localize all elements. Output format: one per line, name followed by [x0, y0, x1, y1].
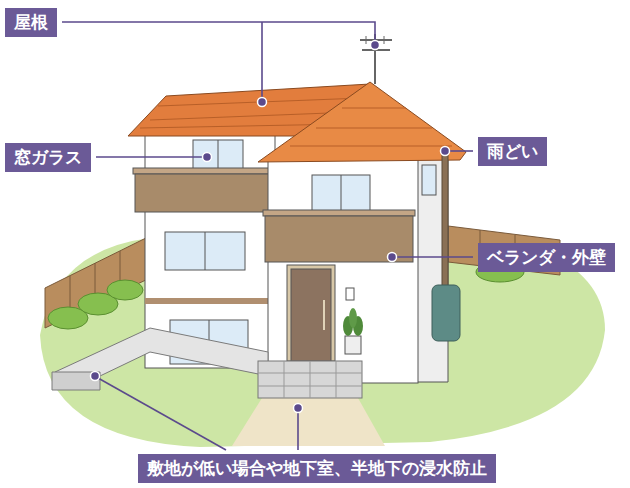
- right-wing: [263, 150, 448, 383]
- entrance: [336, 361, 337, 398]
- callout-text: 雨どい: [487, 141, 538, 162]
- right-wing: [287, 265, 335, 361]
- leader-dot: [203, 153, 212, 162]
- roof: [290, 146, 452, 147]
- sunken-area: [52, 372, 100, 390]
- callout-label: 屋根: [5, 8, 57, 37]
- antenna: [360, 34, 392, 84]
- leader-line: [62, 22, 375, 41]
- leader-line: [261, 22, 263, 98]
- leader-line: [98, 378, 226, 450]
- left-wing: [135, 174, 270, 212]
- right-wing: [422, 165, 436, 195]
- hedge: [107, 280, 143, 300]
- roof: [258, 82, 466, 162]
- right-wing: [346, 288, 354, 300]
- leader-dot: [441, 147, 450, 156]
- callout-text: 窓ガラス: [14, 147, 82, 168]
- leader-dot: [371, 41, 380, 50]
- right-wing: [349, 308, 357, 328]
- fence: [45, 236, 150, 328]
- entrance: [310, 361, 311, 398]
- left-wing: [145, 298, 275, 304]
- right-wing: [268, 158, 418, 383]
- roof: [316, 128, 432, 129]
- leader-line: [396, 256, 473, 258]
- right-wing: [345, 336, 361, 354]
- antenna: [384, 36, 385, 44]
- rain-gutter: [442, 150, 448, 290]
- entrance: [232, 361, 385, 446]
- callout-label: 雨どい: [478, 137, 547, 166]
- right-wing: [263, 210, 415, 216]
- right-wing: [291, 269, 331, 361]
- rain-gutter: [432, 150, 460, 341]
- right-wing: [312, 175, 370, 211]
- leader-line: [96, 156, 203, 158]
- left-wing: [165, 232, 245, 270]
- roof: [158, 98, 362, 106]
- left-wing: [133, 168, 272, 174]
- callout-label: 窓ガラス: [5, 143, 91, 172]
- right-wing: [265, 216, 413, 262]
- leader-line: [297, 412, 299, 450]
- right-wing: [341, 175, 342, 211]
- entrance: [232, 398, 385, 446]
- leader-dot: [388, 253, 397, 262]
- leader-dot: [294, 404, 303, 413]
- leader-dot: [91, 372, 100, 381]
- callout-label: 敷地が低い場合や地下室、半地下の浸水防止: [138, 454, 496, 483]
- callout-text: 屋根: [14, 12, 48, 33]
- rain-gutter: [432, 285, 460, 341]
- callout-label: ベランダ・外壁: [478, 243, 615, 272]
- roof: [128, 82, 466, 162]
- entrance: [284, 361, 285, 398]
- roof: [342, 108, 406, 109]
- sunken-area: [52, 328, 268, 390]
- right-wing: [323, 300, 325, 330]
- leader-line: [449, 150, 473, 152]
- entrance: [258, 361, 362, 398]
- left-wing: [205, 232, 206, 270]
- right-wing: [415, 150, 448, 382]
- antenna: [366, 36, 367, 44]
- leader-dot: [258, 98, 267, 107]
- callout-text: 敷地が低い場合や地下室、半地下の浸水防止: [147, 458, 487, 479]
- leader-line: [62, 22, 473, 450]
- callout-text: ベランダ・外壁: [487, 247, 606, 268]
- leader-dot: [91, 41, 450, 413]
